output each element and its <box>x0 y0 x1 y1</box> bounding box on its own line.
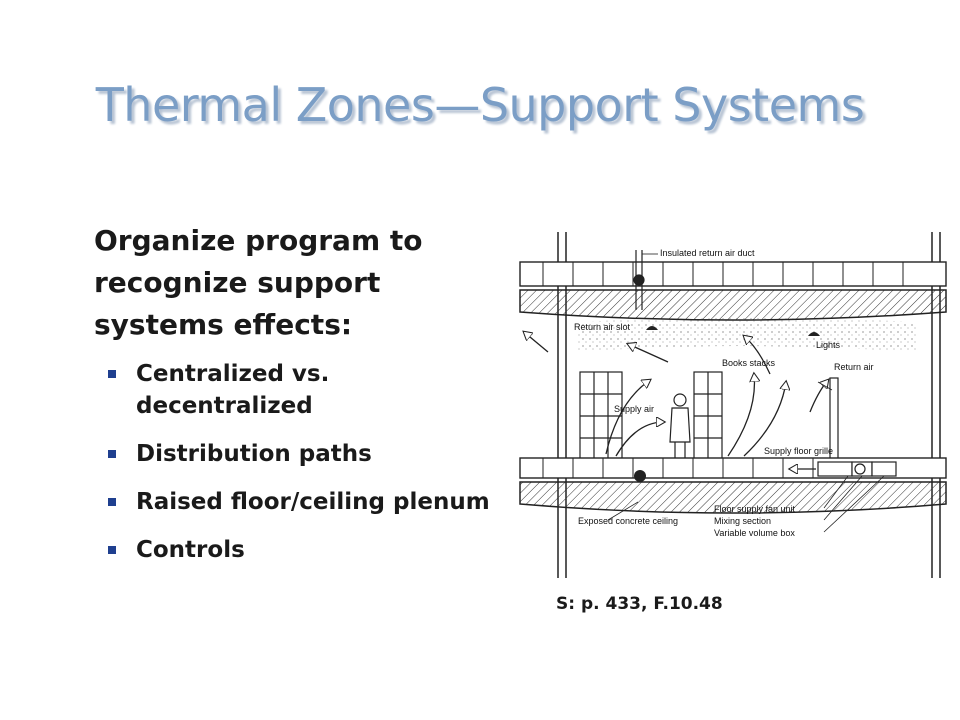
left-window <box>579 371 623 461</box>
return-slot-fixture <box>646 326 658 330</box>
main-point: Organize program to recognize support sy… <box>94 224 423 341</box>
leader-lines <box>607 253 885 533</box>
label-variable-volume-box: Variable volume box <box>714 528 795 538</box>
center-window <box>693 371 723 461</box>
light-fixture <box>808 332 820 336</box>
floor-supply-fan-unit <box>817 461 897 477</box>
bullet-text: Distribution paths <box>136 441 372 467</box>
bullet-item: Centralized vs. decentralized <box>94 358 514 422</box>
slide-title: Thermal Zones—Support Systems <box>95 78 865 132</box>
square-bullet-icon <box>108 450 116 458</box>
label-lights: Lights <box>816 340 841 350</box>
square-bullet-icon <box>108 546 116 554</box>
bullet-text: Controls <box>136 537 245 563</box>
square-bullet-icon <box>108 498 116 506</box>
label-return-air: Return air <box>834 362 874 372</box>
upper-railing-ticks <box>542 262 904 286</box>
label-supply-floor-grille: Supply floor grille <box>764 446 833 456</box>
slide-content: Organize program to recognize support sy… <box>94 220 514 582</box>
floor-grille <box>634 470 646 482</box>
label-exposed-concrete-ceiling: Exposed concrete ceiling <box>578 516 678 526</box>
label-return-air-slot: Return air slot <box>574 322 631 332</box>
label-floor-supply-fan-unit: Floor supply fan unit <box>714 504 796 514</box>
person-figure <box>669 393 691 458</box>
bullet-item: Raised floor/ceiling plenum <box>94 486 514 518</box>
label-books-stacks: Books stacks <box>722 358 776 368</box>
upper-railing <box>519 261 947 287</box>
bullet-text: Raised floor/ceiling plenum <box>136 489 490 515</box>
raised-floor-ticks <box>542 458 814 478</box>
hvac-section-diagram: Insulated return air duct Return air slo… <box>518 232 948 582</box>
label-insulated-return-air-duct: Insulated return air duct <box>660 248 755 258</box>
return-duct-riser <box>633 250 645 310</box>
lower-concrete-slab <box>519 481 947 514</box>
bullet-item: Controls <box>94 534 514 566</box>
square-bullet-icon <box>108 370 116 378</box>
bullet-list: Centralized vs. decentralized Distributi… <box>94 358 514 566</box>
airflow-arrows <box>524 332 828 457</box>
label-mixing-section: Mixing section <box>714 516 771 526</box>
figure-caption: S: p. 433, F.10.48 <box>556 594 723 614</box>
diagram-drawing: Insulated return air duct Return air slo… <box>519 232 947 578</box>
upper-concrete-slab <box>519 289 947 321</box>
bullet-text: Centralized vs. decentralized <box>136 361 330 419</box>
label-supply-air: Supply air <box>614 404 654 414</box>
bullet-item: Distribution paths <box>94 438 514 470</box>
